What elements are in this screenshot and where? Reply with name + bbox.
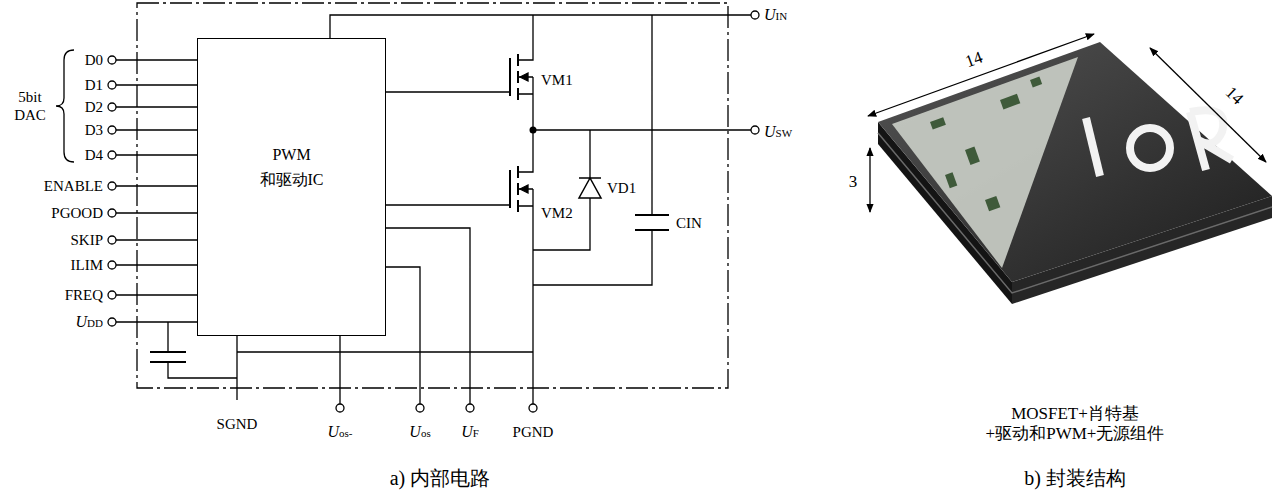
pin-label: SGND bbox=[217, 415, 258, 433]
pin-label: UDD bbox=[76, 312, 103, 331]
mosfet-channel bbox=[510, 54, 518, 212]
controller-ic-box: PWM 和驱动IC bbox=[197, 38, 386, 336]
pin-label: Uos- bbox=[327, 422, 352, 441]
dimension-label: 3 bbox=[849, 172, 858, 192]
part-label: VM1 bbox=[541, 71, 573, 89]
pin-label: SKIP bbox=[70, 231, 103, 249]
figure-caption: a) 内部电路 bbox=[390, 466, 491, 490]
pin-label: D4 bbox=[85, 146, 103, 164]
pin-label: USW bbox=[764, 122, 792, 141]
pin-label: FREQ bbox=[65, 286, 103, 304]
pin-label: D0 bbox=[85, 51, 103, 69]
dac-brace bbox=[56, 50, 74, 162]
diode-symbol bbox=[579, 178, 601, 198]
figure-caption: b) 封装结构 bbox=[1024, 466, 1126, 490]
pin-label: Uos bbox=[409, 422, 430, 441]
pin-label: PGOOD bbox=[51, 204, 103, 222]
part-label: CIN bbox=[676, 214, 702, 232]
pin-label: UIN bbox=[764, 5, 787, 24]
dimension-label: 14 bbox=[1221, 83, 1247, 109]
part-label: VM2 bbox=[541, 204, 573, 222]
part-label: VD1 bbox=[607, 179, 636, 197]
pin-label: UF bbox=[461, 422, 479, 441]
pin-label: PGND bbox=[513, 423, 554, 441]
pin-label: D3 bbox=[85, 121, 103, 139]
terminal-circles bbox=[108, 11, 759, 412]
pin-wires bbox=[116, 60, 197, 322]
module-outline bbox=[137, 3, 728, 388]
note-text: MOSFET+肖特基 +驱动和PWM+无源组件 bbox=[950, 404, 1200, 445]
dimension-label: 14 bbox=[963, 48, 986, 73]
node-text: PWM 和驱动IC bbox=[242, 143, 342, 193]
mosfet-arrow bbox=[520, 73, 528, 193]
pin-label: D2 bbox=[85, 98, 103, 116]
package-photo bbox=[878, 42, 1272, 304]
dimension-lines bbox=[868, 34, 1266, 212]
junction-dot bbox=[530, 127, 537, 134]
pin-label: ENABLE bbox=[44, 177, 103, 195]
pin-label: ILIM bbox=[71, 256, 104, 274]
bus-label: 5bit DAC bbox=[8, 88, 52, 124]
pin-label: D1 bbox=[85, 76, 103, 94]
internal-wires bbox=[168, 15, 751, 404]
